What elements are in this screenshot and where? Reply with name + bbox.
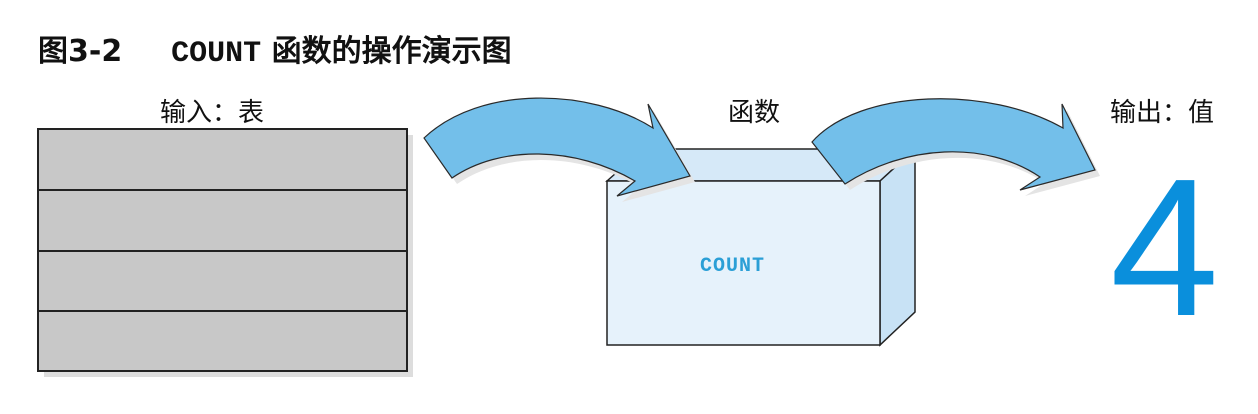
function-label: 函数 [728, 98, 781, 128]
output-value: 4 [1110, 138, 1220, 357]
function-name: COUNT [700, 255, 766, 278]
output-label: 输出：值 [1110, 98, 1215, 128]
input-label: 输入：表 [160, 98, 265, 128]
title-keyword: COUNT [171, 37, 262, 71]
input-table [37, 128, 413, 377]
figure-title: 图3-2 COUNT 函数的操作演示图 [38, 26, 512, 71]
figure-number: 图3-2 [38, 34, 123, 69]
input-arrow [423, 97, 695, 202]
output-arrow [811, 98, 1100, 196]
title-text: 函数的操作演示图 [271, 34, 512, 69]
